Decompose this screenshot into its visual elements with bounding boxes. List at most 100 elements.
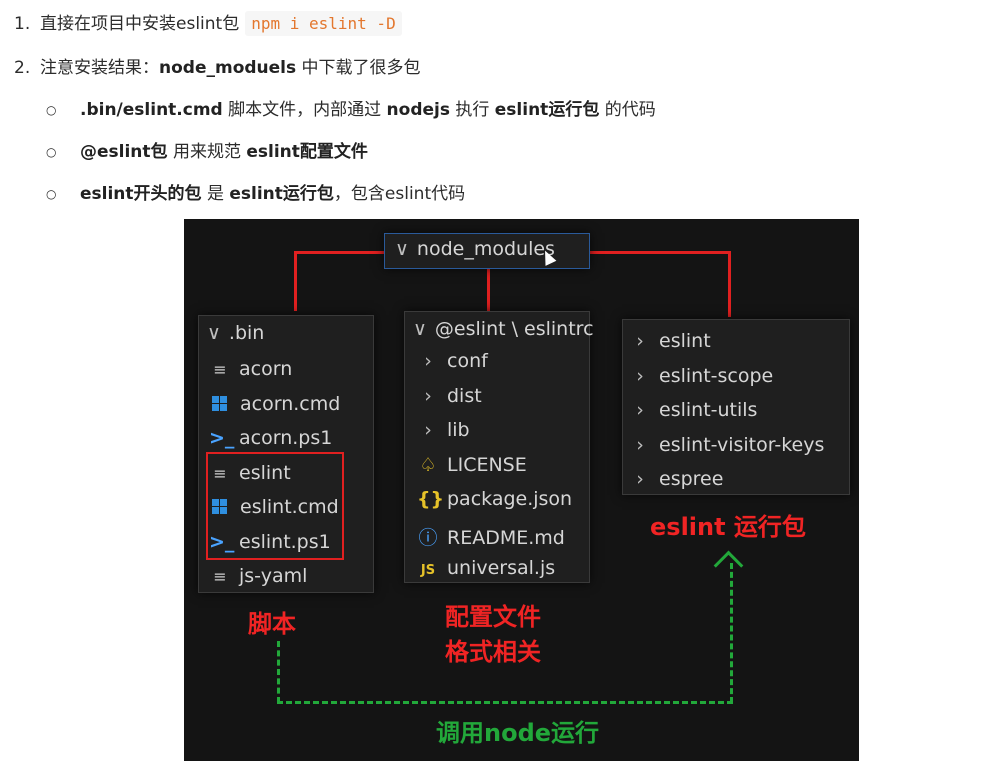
bold-text: eslint运行包 <box>229 184 334 204</box>
connector-line <box>294 251 384 254</box>
tree-item[interactable]: {}package.json <box>417 488 572 510</box>
runtime-label: eslint 运行包 <box>650 513 806 541</box>
folder-label: node_modules <box>416 238 555 260</box>
chevron-right-icon: › <box>636 433 644 456</box>
tree-item[interactable]: ›lib <box>417 419 469 441</box>
tree-item-label: acorn.cmd <box>240 392 341 415</box>
list-text: 直接在项目中安装eslint包 <box>40 14 240 34</box>
chevron-down-icon: ∨ <box>395 238 409 260</box>
tree-item-label: eslint <box>659 330 711 352</box>
tree-item-label: eslint-scope <box>659 364 774 387</box>
file-lines-icon: ≡ <box>213 360 227 379</box>
tree-item-label: universal.js <box>447 557 556 579</box>
tree-item[interactable]: ›dist <box>417 385 482 407</box>
list-text: 是 <box>201 184 230 204</box>
bold-text: eslint配置文件 <box>246 142 368 162</box>
tree-item[interactable]: >_eslint.ps1 <box>209 531 331 553</box>
script-highlight-box <box>206 452 344 560</box>
bold-text: .bin/eslint.cmd <box>80 100 223 120</box>
info-icon: ⓘ <box>418 526 438 549</box>
tree-item[interactable]: ≡ js-yaml <box>209 565 307 587</box>
tree-item[interactable]: › eslint-utils <box>629 399 757 421</box>
powershell-icon: >_ <box>209 427 235 449</box>
connector-line <box>294 251 297 311</box>
tree-item-label: espree <box>659 468 724 490</box>
chevron-right-icon: › <box>636 468 644 490</box>
tree-item-label: eslint.cmd <box>240 496 339 518</box>
tree-item[interactable]: eslint.cmd <box>209 496 339 518</box>
tree-item-label: package.json <box>447 488 573 510</box>
list-text: ，包含eslint代码 <box>333 184 466 204</box>
install-command-code: npm i eslint -D <box>245 11 402 36</box>
tree-item[interactable]: ≡ eslint <box>209 461 291 484</box>
tree-item[interactable]: › espree <box>629 468 723 490</box>
tree-item[interactable]: › eslint-visitor-keys <box>629 434 824 456</box>
tree-item[interactable]: ⓘ README.md <box>417 523 565 550</box>
file-lines-icon: ≡ <box>213 567 227 586</box>
js-icon: JS <box>420 563 436 578</box>
chevron-right-icon: › <box>636 364 644 387</box>
sub-list-item: ○ @eslint包 用来规范 eslint配置文件 <box>46 140 368 164</box>
call-arrow-line <box>277 641 280 703</box>
tree-item-label: js-yaml <box>239 565 308 587</box>
tree-item-label: acorn <box>239 358 293 380</box>
at-eslint-folder-panel: ∨@eslint \ eslintrc ›conf ›dist ›lib ♤ LICEN… <box>404 311 594 583</box>
powershell-icon: >_ <box>209 530 235 553</box>
tree-item[interactable]: JS universal.js <box>417 557 555 579</box>
tree-item-label: README.md <box>447 526 565 549</box>
tree-item-label: eslint-visitor-keys <box>659 433 825 456</box>
tree-item[interactable]: >_acorn.ps1 <box>209 427 332 449</box>
list-text: 中下载了很多包 <box>296 58 421 78</box>
bullet-icon: ○ <box>46 103 57 117</box>
chevron-right-icon: › <box>636 330 644 352</box>
connector-line <box>728 251 731 317</box>
tree-item[interactable]: ♤ LICENSE <box>417 453 527 476</box>
list-text: 执行 <box>449 100 495 120</box>
connector-line <box>589 251 729 254</box>
tree-item[interactable]: ›conf <box>417 350 488 372</box>
list-text: 的代码 <box>599 100 656 120</box>
tree-item[interactable]: ≡ acorn <box>209 358 292 380</box>
node-modules-root[interactable]: ∨ node_modules <box>384 233 590 269</box>
list-number: 2. <box>14 58 31 78</box>
tree-item-label: acorn.ps1 <box>239 427 333 449</box>
chevron-down-icon: ∨ <box>207 322 221 344</box>
call-arrow-line <box>730 563 733 703</box>
list-text: 用来规范 <box>167 142 247 162</box>
tree-item-label: dist <box>447 384 482 407</box>
chevron-down-icon: ∨ <box>413 318 427 340</box>
eslint-packages-panel: › eslint › eslint-scope › eslint-utils › eslint… <box>622 319 850 495</box>
bold-text: nodejs <box>386 100 450 120</box>
tree-item[interactable]: acorn.cmd <box>209 393 340 415</box>
license-icon: ♤ <box>419 453 437 476</box>
at-eslint-folder-header[interactable]: ∨@eslint \ eslintrc <box>413 318 594 340</box>
list-number: 1. <box>14 14 31 34</box>
call-arrow-line <box>277 701 733 704</box>
tree-item-label: eslint-utils <box>659 399 758 421</box>
script-label: 脚本 <box>248 610 296 638</box>
tree-item[interactable]: › eslint <box>629 330 711 352</box>
bullet-icon: ○ <box>46 145 57 159</box>
sub-list-item: ○ eslint开头的包 是 eslint运行包，包含eslint代码 <box>46 182 465 206</box>
bold-text: @eslint包 <box>80 142 168 162</box>
tree-item-label: eslint <box>239 461 291 484</box>
windows-icon <box>212 499 228 515</box>
tree-item[interactable]: › eslint-scope <box>629 365 773 387</box>
file-lines-icon: ≡ <box>213 463 227 483</box>
chevron-right-icon: › <box>636 399 644 421</box>
tree-item-label: conf <box>447 350 488 372</box>
json-icon: {} <box>417 488 445 510</box>
list-item-2: 2.注意安装结果：node_moduels 中下载了很多包 <box>14 56 421 80</box>
list-text: 注意安装结果： <box>40 58 159 78</box>
bin-folder-header[interactable]: ∨.bin <box>207 322 264 344</box>
bold-text: eslint开头的包 <box>80 184 202 204</box>
bullet-icon: ○ <box>46 187 57 201</box>
sub-list-item: ○.bin/eslint.cmd 脚本文件，内部通过 nodejs 执行 esl… <box>46 98 656 122</box>
tree-item-label: LICENSE <box>447 453 527 476</box>
config-label: 配置文件 <box>445 603 541 631</box>
bold-text: eslint运行包 <box>494 100 600 120</box>
connector-line <box>487 267 490 311</box>
